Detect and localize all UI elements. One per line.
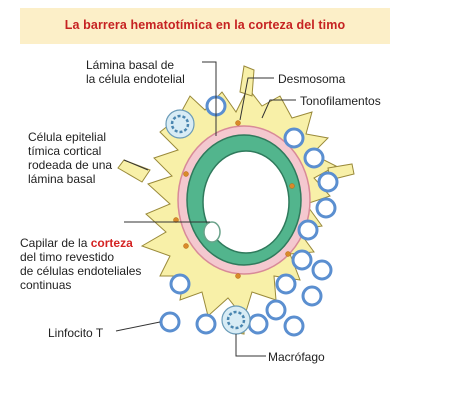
label-epithelial-line1: Célula epitelial bbox=[28, 130, 107, 144]
lymphocytes bbox=[159, 95, 339, 337]
lymphocyte-cell bbox=[159, 311, 181, 333]
label-capillary-line3: de células endoteliales bbox=[20, 264, 142, 278]
lymphocyte-cell bbox=[311, 259, 333, 281]
macrophage-cell bbox=[221, 305, 251, 335]
macrophage-granule bbox=[226, 310, 246, 330]
macrophage-top-left bbox=[165, 109, 195, 139]
diagram-title: La barrera hematotímica en la corteza de… bbox=[64, 18, 346, 32]
macrophages bbox=[165, 109, 251, 335]
lymphocyte-cell bbox=[283, 127, 305, 149]
lymphocyte-cell bbox=[247, 313, 269, 335]
label-basal-lamina-line2: la célula endotelial bbox=[86, 72, 185, 86]
label-tonofilaments: Tonofilamentos bbox=[300, 94, 381, 108]
label-capillary-line4: continuas bbox=[20, 278, 72, 292]
label-macrophage: Macrófago bbox=[268, 350, 325, 364]
label-capillary-line2: del timo revestido bbox=[20, 250, 115, 264]
label-lymphocyte: Linfocito T bbox=[48, 326, 104, 340]
label-epithelial-cell: Célula epitelial tímica cortical rodeada… bbox=[28, 130, 112, 186]
leader-lymphocyte bbox=[115, 321, 161, 332]
label-capillary-highlight: corteza bbox=[90, 236, 133, 250]
label-basal-lamina-line1: Lámina basal de bbox=[86, 58, 175, 72]
leader-desmosome bbox=[239, 77, 274, 121]
lymphocyte-cell bbox=[301, 285, 323, 307]
epithelial-process-left bbox=[117, 159, 151, 183]
lymphocyte-cell bbox=[195, 313, 217, 335]
lymphocyte-cell bbox=[317, 171, 339, 193]
capillary-lumen bbox=[202, 150, 290, 254]
label-capillary-line1: Capilar de la corteza bbox=[20, 236, 141, 250]
lymphocyte-cell bbox=[315, 197, 337, 219]
leader-lines bbox=[115, 61, 296, 357]
lymphocyte-cell bbox=[265, 299, 287, 321]
lymphocyte-cell bbox=[291, 249, 313, 271]
leader-macrophage bbox=[235, 334, 266, 357]
desmosome-dot bbox=[235, 273, 241, 279]
desmosome-dot bbox=[285, 251, 291, 257]
label-desmosome: Desmosoma bbox=[278, 72, 346, 86]
leader-epithelial bbox=[123, 159, 149, 171]
red-blood-cell bbox=[203, 221, 221, 243]
label-epithelial-line3: rodeada de una bbox=[28, 158, 113, 172]
lymphocyte-cell bbox=[303, 147, 325, 169]
desmosome-dot bbox=[235, 120, 241, 126]
macrophage-bottom bbox=[221, 305, 251, 335]
label-basal-lamina: Lámina basal de la célula endotelial bbox=[86, 58, 206, 86]
desmosome-dot bbox=[183, 171, 189, 177]
lymphocyte-cell bbox=[275, 273, 297, 295]
leader-basal-lamina bbox=[202, 61, 217, 136]
label-capillary-prefix: Capilar de la bbox=[20, 236, 91, 250]
lymphocyte-cell bbox=[169, 273, 191, 295]
desmosome-dot bbox=[289, 183, 295, 189]
desmosome-dot bbox=[183, 243, 189, 249]
title-banner: La barrera hematotímica en la corteza de… bbox=[20, 8, 390, 44]
macrophage-cell bbox=[165, 109, 195, 139]
label-epithelial-line2: tímica cortical bbox=[28, 144, 102, 158]
leader-tonofilaments bbox=[261, 99, 296, 119]
macrophage-granule bbox=[170, 114, 190, 134]
label-capillary: Capilar de la corteza del timo revestido… bbox=[20, 236, 141, 292]
label-epithelial-line4: lámina basal bbox=[28, 172, 96, 186]
lymphocyte-cell bbox=[283, 315, 305, 337]
lymphocyte-cell bbox=[297, 219, 319, 241]
